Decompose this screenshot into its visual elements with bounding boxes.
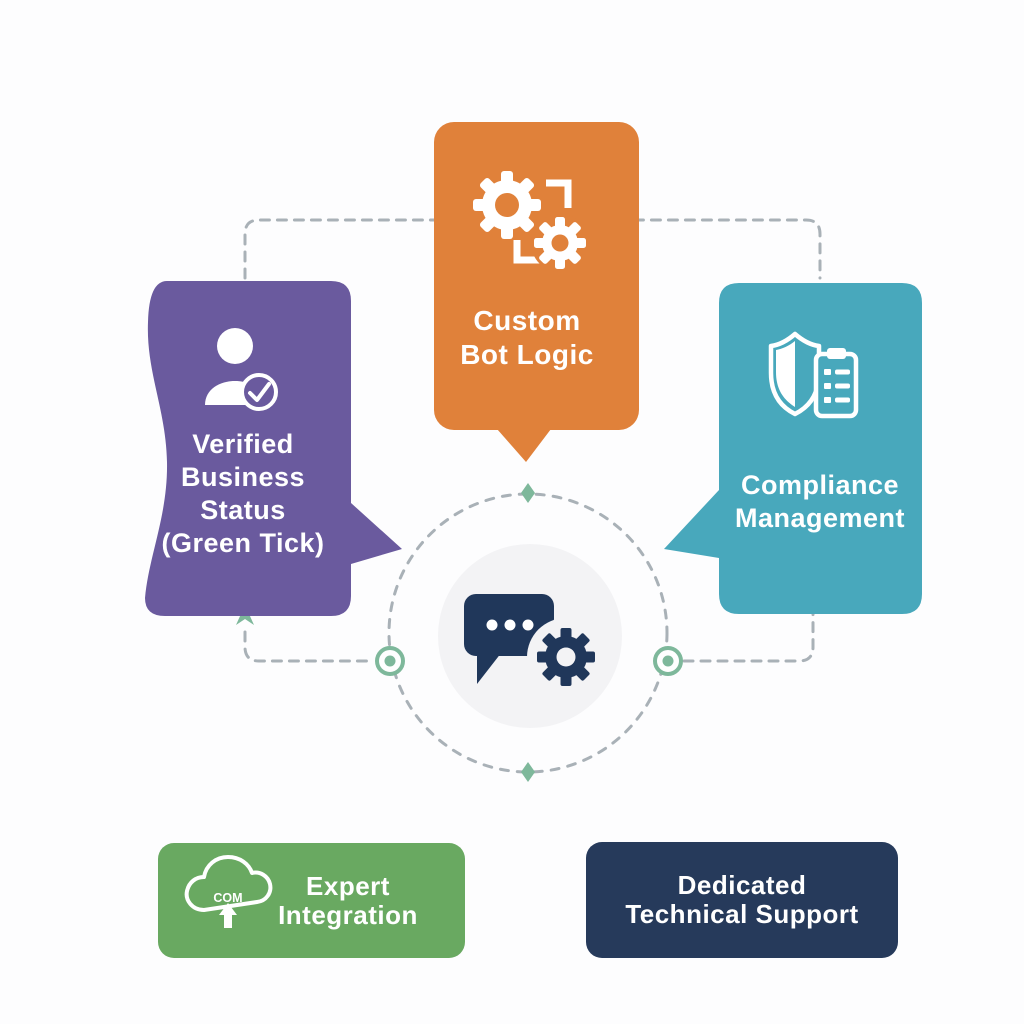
bottom-left-connector-line xyxy=(243,630,376,663)
orbit-right-ring-marker xyxy=(653,646,683,676)
cloud-com-label: COM xyxy=(213,891,242,905)
card-technical-support-label-line1: Dedicated xyxy=(678,870,807,900)
card-verified-business-label-line3: Status xyxy=(200,495,286,525)
gears-automation-icon xyxy=(473,171,589,272)
shield-checklist-icon xyxy=(768,331,859,419)
card-verified-business-label-line1: Verified xyxy=(192,429,294,459)
center-hub xyxy=(438,544,622,728)
card-custom-bot-logic: Custom Bot Logic xyxy=(434,122,639,462)
cloud-com-upload-icon: COM xyxy=(184,855,273,928)
card-expert-integration-shape xyxy=(158,843,465,958)
card-technical-support-shape xyxy=(586,842,898,958)
card-compliance-shape xyxy=(664,283,922,614)
card-compliance: Compliance Management xyxy=(664,283,922,614)
card-custom-bot-logic-tail xyxy=(497,429,551,462)
card-expert-integration-label-line2: Integration xyxy=(278,900,418,930)
card-technical-support-label-line2: Technical Support xyxy=(625,899,858,929)
card-expert-integration-label-line1: Expert xyxy=(306,871,390,901)
card-custom-bot-logic-shape xyxy=(434,122,639,430)
orbit-bottom-diamond-marker xyxy=(521,762,535,782)
card-verified-business-label-line4: (Green Tick) xyxy=(161,528,324,558)
orbit-left-ring-marker xyxy=(375,646,405,676)
card-custom-bot-logic-label-line2: Bot Logic xyxy=(460,339,594,370)
chat-bubble-gear-icon xyxy=(464,594,605,696)
orbit-top-diamond-marker xyxy=(521,483,535,503)
card-technical-support: Dedicated Technical Support xyxy=(586,842,898,958)
card-custom-bot-logic-label-line1: Custom xyxy=(473,305,580,336)
card-verified-business: Verified Business Status (Green Tick) xyxy=(145,281,402,616)
card-expert-integration: COM Expert Integration xyxy=(158,843,465,958)
card-compliance-label-line1: Compliance xyxy=(741,470,899,500)
card-compliance-label-line2: Management xyxy=(735,503,905,533)
person-verified-icon xyxy=(205,328,278,411)
bottom-right-connector-line xyxy=(682,608,815,663)
card-verified-business-label-line2: Business xyxy=(181,462,305,492)
connector-markers xyxy=(236,483,683,782)
card-verified-business-shape xyxy=(145,281,402,616)
